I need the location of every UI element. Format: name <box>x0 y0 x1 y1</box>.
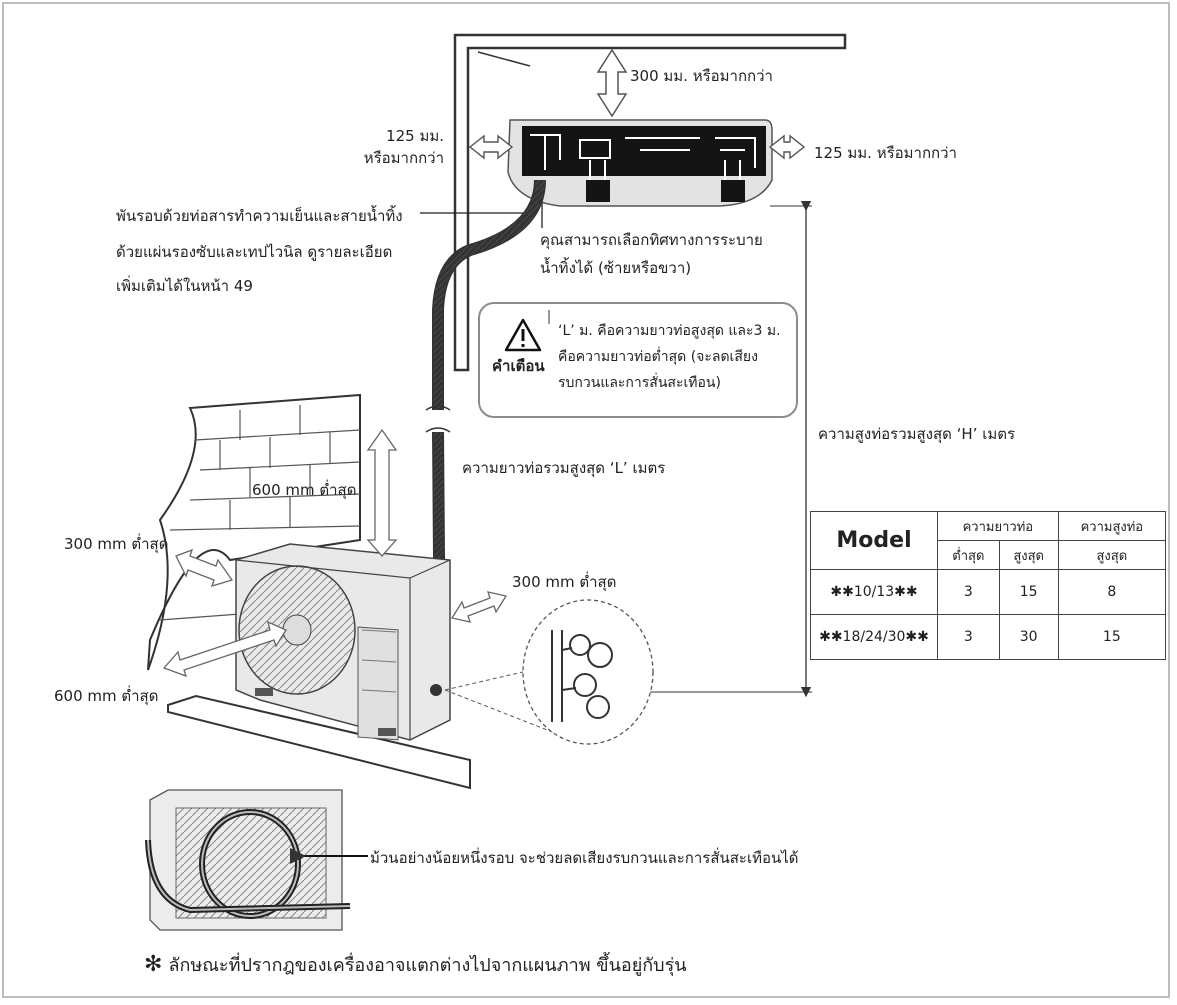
coiled-outdoor-unit <box>145 789 368 931</box>
outdoor-wall <box>147 393 361 671</box>
outdoor-top-clearance-label: 600 mm ต่ำสุด <box>252 481 357 499</box>
drain-note-line2: น้ำทิ้งได้ (ซ้ายหรือขวา) <box>540 259 692 277</box>
min-length-header: ต่ำสุด <box>937 540 1000 570</box>
valve-detail <box>444 599 654 745</box>
length-header: ความยาวท่อ <box>937 511 1059 541</box>
height-dimension <box>650 200 812 698</box>
drain-note-line1: คุณสามารถเลือกทิศทางการระบาย <box>540 231 763 249</box>
outdoor-left-arrow-icon <box>175 548 234 587</box>
spec-table: Model ความยาวท่อ ความสูงท่อ ต่ำสุด สูงสุ… <box>810 511 1167 660</box>
warning-title: คำเตือน <box>492 357 545 375</box>
asterisk-icon: ✻ <box>144 952 163 977</box>
max-length-cell: 30 <box>998 614 1059 660</box>
min-length-cell: 3 <box>937 614 1000 660</box>
outdoor-right-arrow-icon <box>450 591 508 623</box>
max-height-header: สูงสุด <box>1057 540 1167 570</box>
top-clearance-arrow-icon <box>596 48 628 118</box>
outdoor-front-clearance-label: 600 mm ต่ำสุด <box>54 687 159 705</box>
warning-text: ‘L’ ม. คือความยาวท่อสูงสุด และ3 ม. คือคว… <box>558 323 781 391</box>
model-cell: ✱✱18/24/30✱✱ <box>810 614 938 660</box>
left-clearance-label-line1: 125 มม. <box>386 127 444 145</box>
warning-box: คำเตือน ‘L’ ม. คือความยาวท่อสูงสุด และ3 … <box>478 302 798 418</box>
outdoor-top-arrow-icon <box>366 428 398 557</box>
left-clearance-label-line2: หรือมากกว่า <box>363 149 444 167</box>
model-cell: ✱✱10/13✱✱ <box>810 569 938 615</box>
indoor-unit <box>507 119 773 207</box>
left-clearance-arrow-icon <box>468 134 514 160</box>
ground-slab <box>167 694 471 790</box>
wrap-note-line2: ด้วยแผ่นรองซับและเทปไวนิล ดูรายละเอียด <box>116 243 393 261</box>
outdoor-unit <box>235 543 451 741</box>
footnote: ✻ลักษณะที่ปรากฎของเครื่องอาจแตกต่างไปจาก… <box>144 950 687 979</box>
outdoor-front-arrow-icon <box>162 620 287 678</box>
max-length-label: ความยาวท่อรวมสูงสุด ‘L’ เมตร <box>462 459 666 477</box>
max-height-cell: 15 <box>1057 614 1167 660</box>
wrap-note-line3: เพิ่มเติมได้ในหน้า 49 <box>116 277 253 295</box>
max-height-label: ความสูงท่อรวมสูงสุด ‘H’ เมตร <box>818 425 1016 443</box>
height-header: ความสูงท่อ <box>1057 511 1167 541</box>
outdoor-left-clearance-label: 300 mm ต่ำสุด <box>64 535 169 553</box>
footnote-text: ลักษณะที่ปรากฎของเครื่องอาจแตกต่างไปจากแ… <box>168 955 687 976</box>
max-length-cell: 15 <box>998 569 1059 615</box>
coil-note-label: ม้วนอย่างน้อยหนึ่งรอบ จะช่วยลดเสียงรบกวน… <box>370 849 799 867</box>
table-row: ✱✱10/13✱✱ 3 15 8 <box>810 569 1167 615</box>
table-row: ✱✱18/24/30✱✱ 3 30 15 <box>810 614 1167 660</box>
warning-triangle-icon <box>504 318 542 352</box>
top-clearance-label: 300 มม. หรือมากกว่า <box>630 67 773 85</box>
max-length-header: สูงสุด <box>998 540 1059 570</box>
wrap-note-line1: พันรอบด้วยท่อสารทำความเย็นและสายน้ำทิ้ง <box>116 207 403 225</box>
warning-divider <box>548 310 550 324</box>
right-clearance-arrow-icon <box>768 134 806 160</box>
max-height-cell: 8 <box>1057 569 1167 615</box>
indoor-wall <box>453 33 847 372</box>
min-length-cell: 3 <box>937 569 1000 615</box>
right-clearance-label: 125 มม. หรือมากกว่า <box>814 144 957 162</box>
outdoor-right-clearance-label: 300 mm ต่ำสุด <box>512 573 617 591</box>
model-header: Model <box>810 511 938 570</box>
